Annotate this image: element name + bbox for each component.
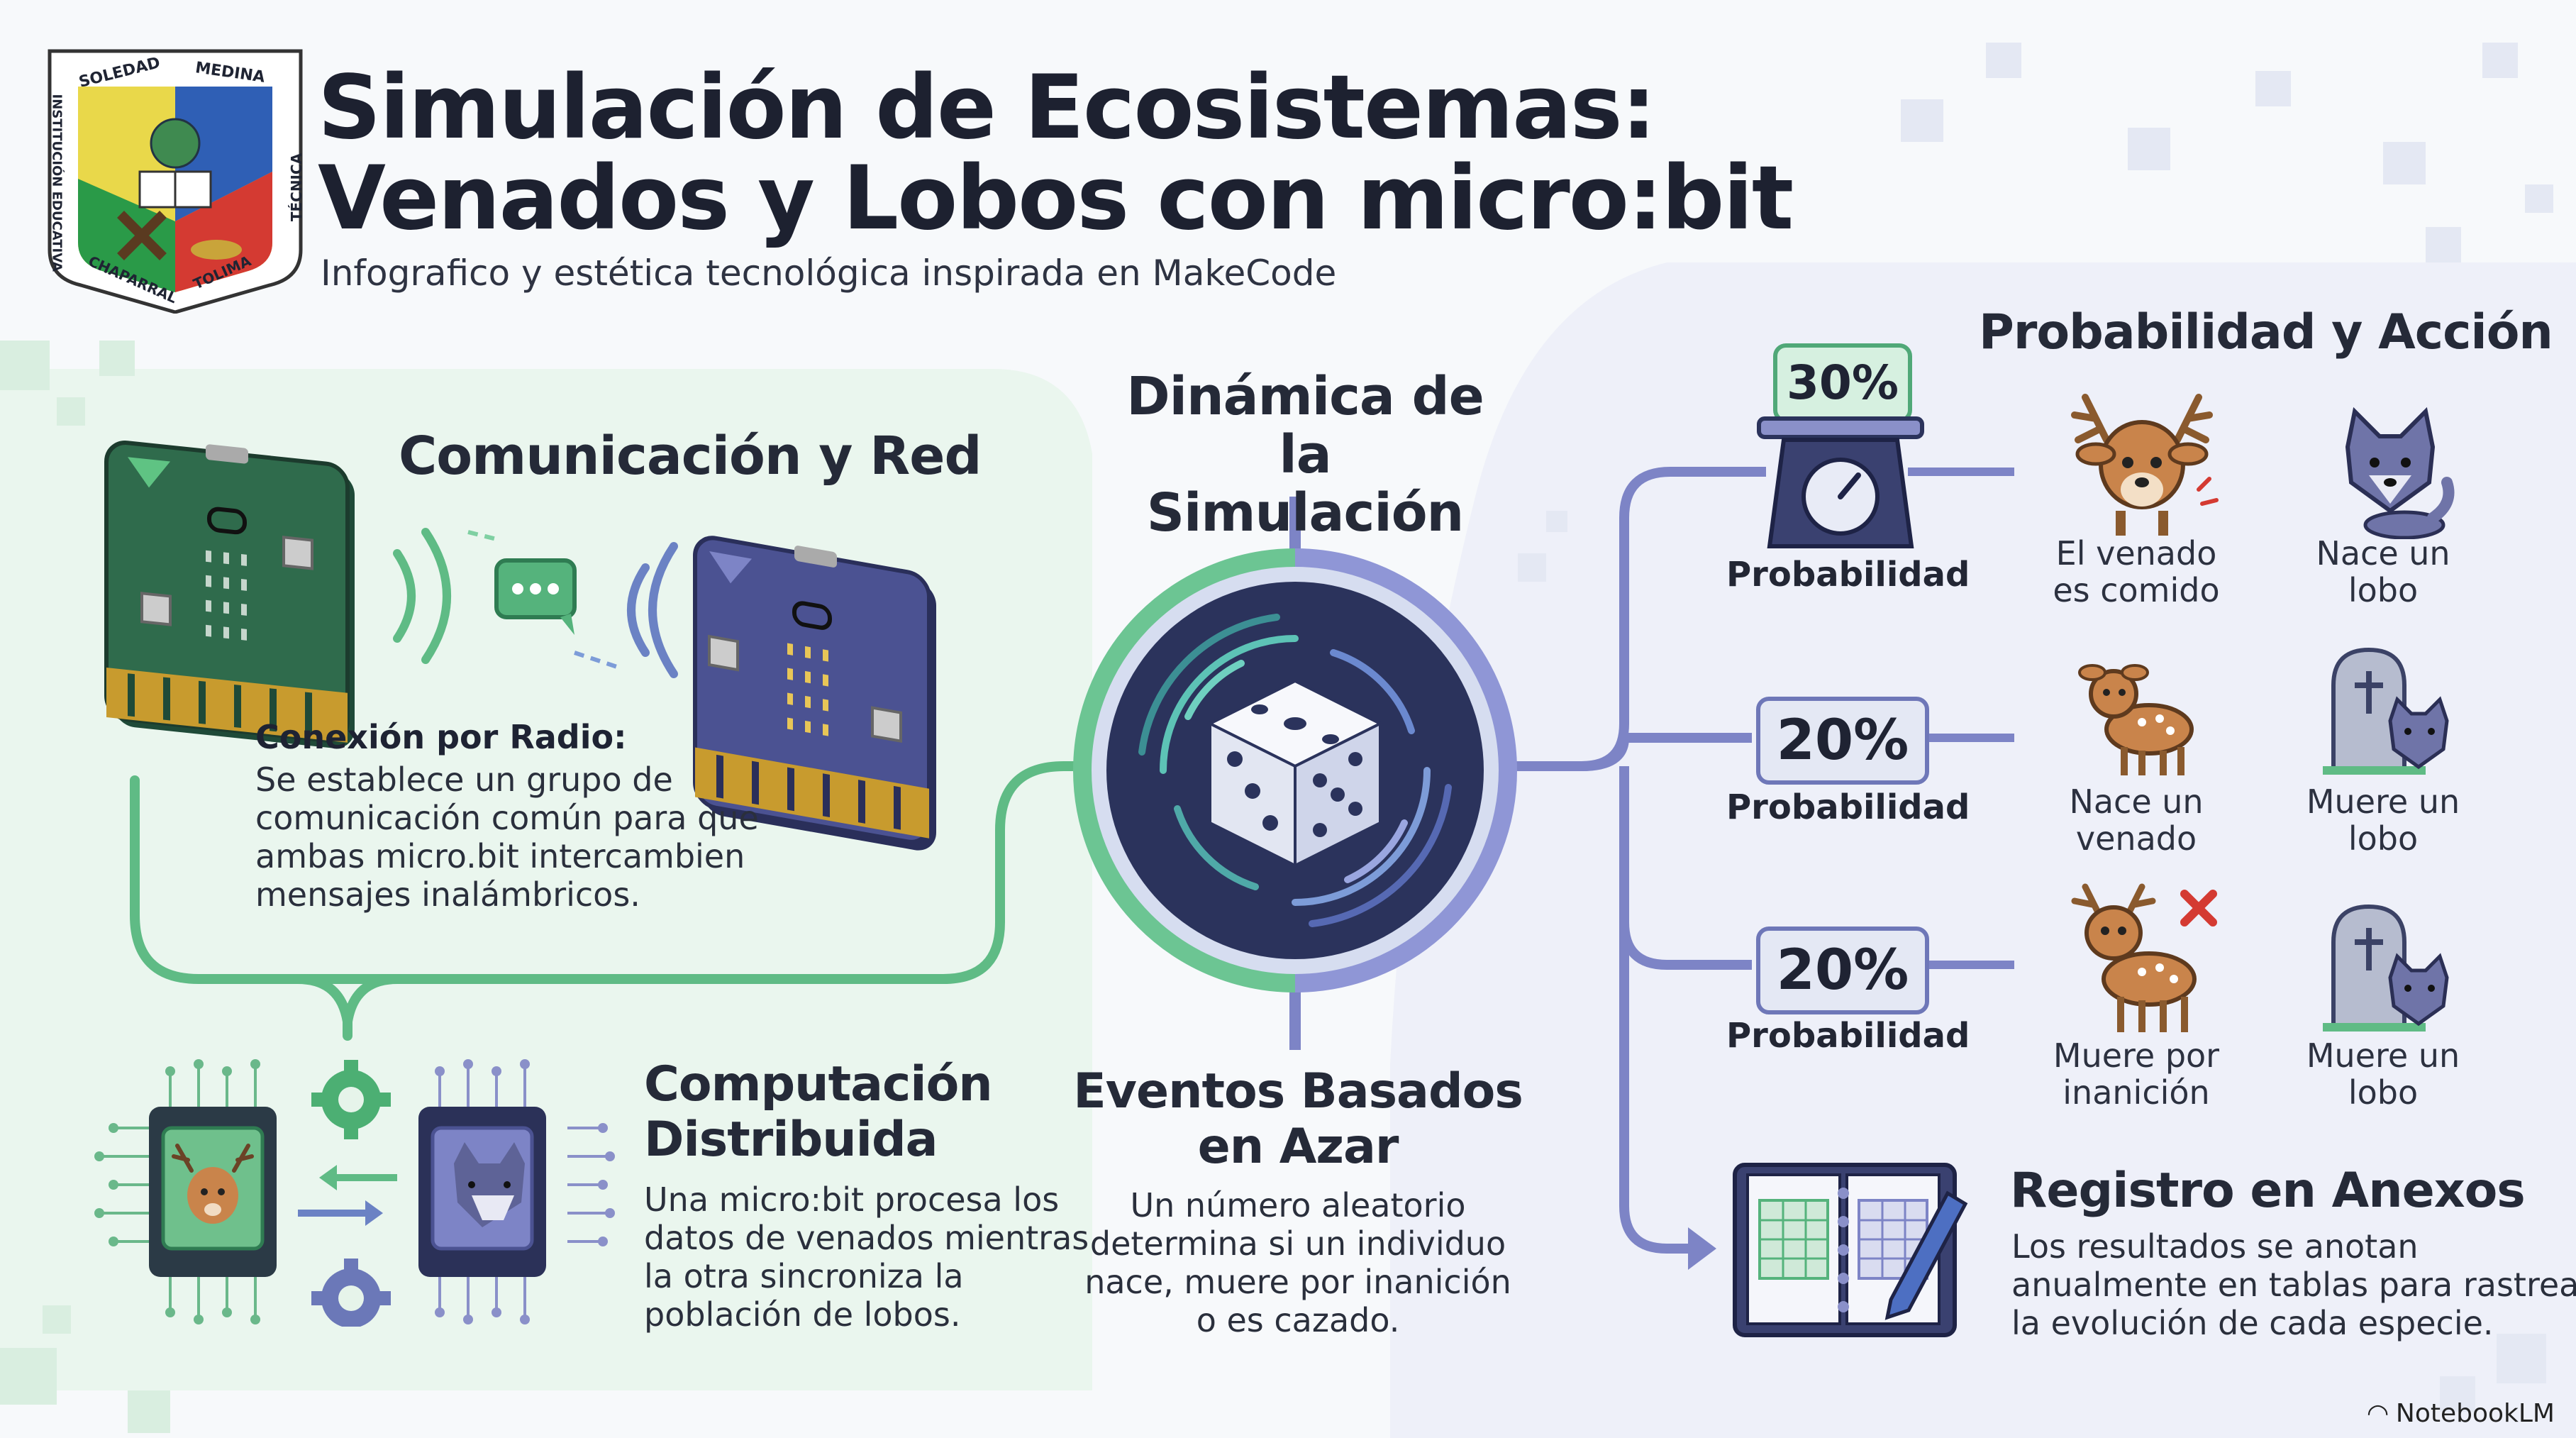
distributed-chips <box>94 1059 615 1327</box>
annexes-description: Los resultados se anotan anualmente en t… <box>2011 1227 2576 1342</box>
outcome-deer-2-line-1: Nace un <box>2069 782 2204 821</box>
annexes-title: Registro en Anexos <box>2010 1163 2526 1219</box>
outcome-wolf-1-line-1: Nace un <box>2316 534 2450 573</box>
crest-right-side: TÉCNICA <box>288 153 306 222</box>
distributed-line-4: población de lobos. <box>644 1295 961 1334</box>
probability-percent-2: 20% <box>1756 697 1929 785</box>
dice-ring <box>1073 548 1517 992</box>
microbit-purple-icon <box>693 536 936 851</box>
school-crest: SOLEDAD MEDINA INSTITUCIÓN EDUCATIVA TÉC… <box>43 37 308 314</box>
radio-waves-icon <box>393 528 678 678</box>
annexes-line-1: Los resultados se anotan <box>2011 1227 2419 1266</box>
annexes-line-2: anualmente en tablas para rastrear <box>2011 1266 2576 1304</box>
fawn-icon <box>2078 664 2194 775</box>
outcome-deer-3-line-1: Muere por <box>2053 1036 2220 1075</box>
communication-line-4: mensajes inalámbricos. <box>255 875 640 914</box>
chip-deer-icon <box>149 1107 277 1277</box>
communication-description: Se establece un grupo de comunicación co… <box>255 761 759 914</box>
message-icon <box>494 558 577 635</box>
random-events-title: Eventos Basados en Azar <box>1071 1064 1525 1175</box>
outcome-deer-1: El venado es comido <box>2016 535 2257 609</box>
notebook-pen-icon <box>1733 1163 1968 1337</box>
notebooklm-label: NotebookLM <box>2395 1399 2555 1428</box>
radio-connection-label: Conexión por Radio: <box>255 718 627 756</box>
microbit-green-icon <box>104 441 355 748</box>
outcome-wolf-2: Muere un lobo <box>2263 783 2504 857</box>
annexes-line-3: la evolución de cada especie. <box>2011 1304 2494 1342</box>
outcome-deer-3-line-2: inanición <box>2063 1073 2210 1112</box>
dynamics-title: Dinámica de la Simulación <box>1106 367 1504 542</box>
outcome-deer-1-line-2: es comido <box>2053 571 2220 609</box>
random-events-title-line-1: Eventos Basados <box>1073 1063 1523 1119</box>
random-events-line-2: determina si un individuo <box>1089 1224 1506 1263</box>
communication-line-1: Se establece un grupo de <box>255 761 673 799</box>
deer-icon <box>2071 394 2219 536</box>
gear-icon <box>311 1060 391 1139</box>
outcome-wolf-3-line-1: Muere un <box>2306 1036 2460 1075</box>
distributed-line-3: la otra sincroniza la <box>644 1257 964 1295</box>
dice-icon <box>1206 679 1384 868</box>
deer-icon <box>2071 883 2217 1032</box>
notebooklm-logo-icon: ◠ <box>2367 1399 2388 1428</box>
title-line-1: Simulación de Ecosistemas: <box>318 57 1656 159</box>
communication-title: Comunicación y Red <box>399 426 982 487</box>
notebooklm-badge: ◠ NotebookLM <box>2368 1399 2555 1428</box>
outcome-wolf-3: Muere un lobo <box>2263 1037 2504 1111</box>
page-subtitle: Infografico y estética tecnológica inspi… <box>321 253 1337 294</box>
tombstone-icon <box>2323 904 2449 1032</box>
probability-percent-3: 20% <box>1756 927 1929 1014</box>
outcome-deer-2: Nace un venado <box>2016 783 2257 857</box>
title-line-2: Venados y Lobos con micro:bit <box>318 148 1794 250</box>
outcome-wolf-1: Nace un lobo <box>2263 535 2504 609</box>
distributed-line-2: datos de venados mientras <box>644 1219 1089 1257</box>
outcome-deer-1-line-1: El venado <box>2055 534 2217 573</box>
distributed-title-line-1: Computación <box>644 1056 993 1112</box>
distributed-title: Computación Distribuida <box>644 1056 993 1168</box>
dynamics-title-line-2: Simulación <box>1146 482 1465 543</box>
outcome-deer-2-line-2: venado <box>2075 819 2197 858</box>
distributed-line-1: Una micro:bit procesa los <box>644 1180 1060 1219</box>
gear-icon <box>311 1259 391 1327</box>
outcome-wolf-2-line-1: Muere un <box>2306 782 2460 821</box>
communication-line-2: comunicación común para que <box>255 799 759 837</box>
dynamics-title-line-1: Dinámica de la <box>1126 366 1484 485</box>
probability-label-3: Probabilidad <box>1726 1016 1970 1056</box>
wolf-icon <box>2345 406 2455 539</box>
probability-title: Probabilidad y Acción <box>1979 304 2553 360</box>
distributed-description: Una micro:bit procesa los datos de venad… <box>644 1180 1089 1334</box>
chip-wolf-icon <box>418 1107 546 1277</box>
scale-icon <box>1757 416 1924 548</box>
random-events-description: Un número aleatorio determina si un indi… <box>1057 1186 1539 1339</box>
outcome-wolf-3-line-2: lobo <box>2348 1073 2419 1112</box>
random-events-line-1: Un número aleatorio <box>1130 1186 1466 1224</box>
random-events-line-4: o es cazado. <box>1196 1301 1400 1339</box>
communication-line-3: ambas micro.bit intercambien <box>255 837 745 875</box>
crest-left-side: INSTITUCIÓN EDUCATIVA <box>49 94 65 272</box>
probability-label-1: Probabilidad <box>1726 555 1970 594</box>
tombstone-icon <box>2323 647 2449 775</box>
outcome-deer-3: Muere por inanición <box>2016 1037 2257 1111</box>
random-events-title-line-2: en Azar <box>1197 1119 1399 1175</box>
distributed-title-line-2: Distribuida <box>644 1112 938 1168</box>
page-title: Simulación de Ecosistemas: Venados y Lob… <box>318 57 1794 250</box>
outcome-wolf-1-line-2: lobo <box>2348 571 2419 609</box>
school-crest-icon <box>48 49 303 314</box>
outcome-wolf-2-line-2: lobo <box>2348 819 2419 858</box>
probability-percent-1: 30% <box>1773 343 1912 423</box>
random-events-line-3: nace, muere por inanición <box>1084 1263 1511 1301</box>
probability-label-2: Probabilidad <box>1726 787 1970 827</box>
